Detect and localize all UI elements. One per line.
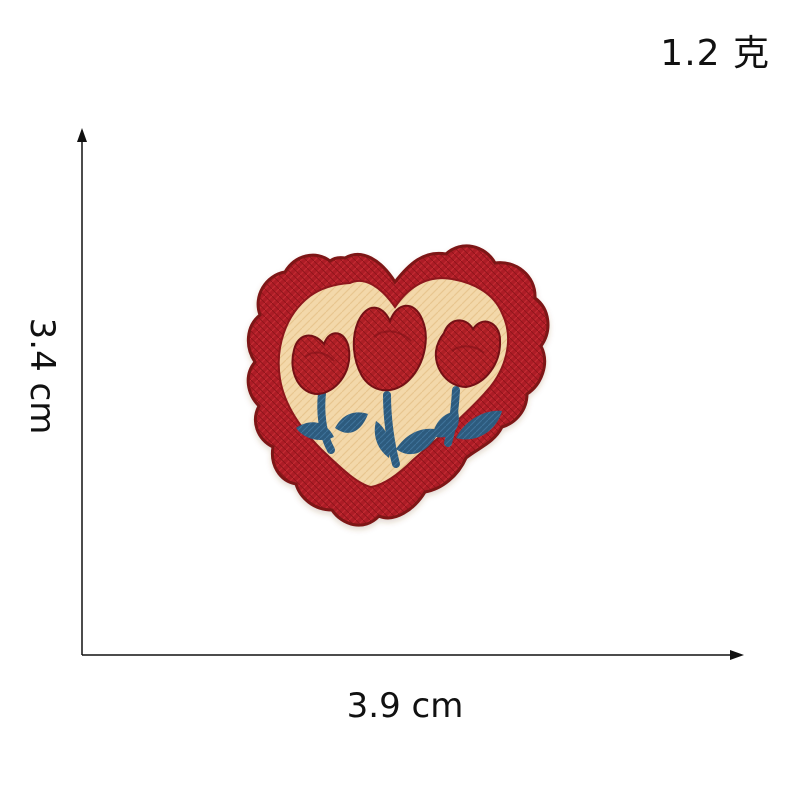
right-tulip bbox=[434, 319, 502, 389]
width-label: 3.9 cm bbox=[346, 686, 464, 726]
middle-tulip bbox=[352, 304, 427, 392]
left-leaf-right bbox=[335, 412, 368, 433]
tulip-stems bbox=[296, 386, 502, 468]
left-stem bbox=[317, 389, 335, 454]
heart-tulip-patch-image bbox=[246, 244, 550, 527]
right-leaf-left bbox=[432, 411, 459, 438]
weight-label: 1.2 克 bbox=[660, 33, 770, 74]
middle-stem bbox=[383, 391, 400, 468]
right-leaf-right bbox=[456, 410, 502, 440]
horizontal-arrow-head bbox=[730, 650, 744, 660]
middle-leaf-left bbox=[374, 421, 390, 458]
left-leaf-left bbox=[296, 422, 334, 440]
tulip-flowers bbox=[291, 304, 502, 396]
vertical-arrow-head bbox=[77, 128, 87, 142]
height-label: 3.4 cm bbox=[22, 317, 62, 435]
middle-leaf-right bbox=[396, 428, 440, 455]
left-tulip bbox=[291, 332, 351, 396]
